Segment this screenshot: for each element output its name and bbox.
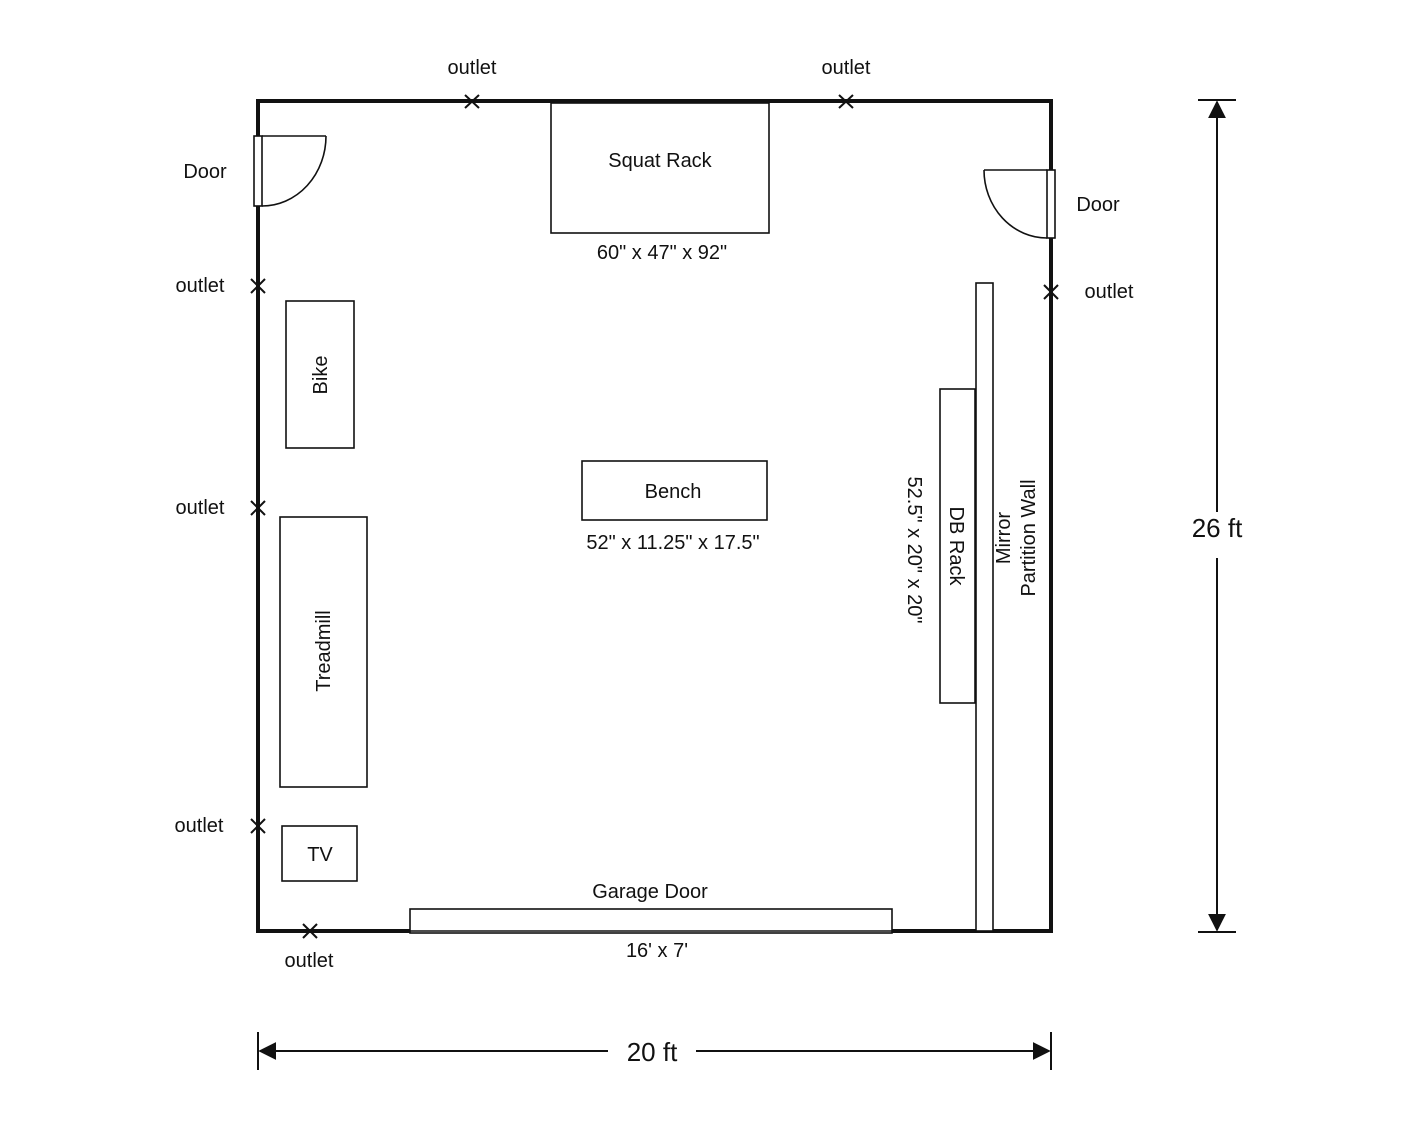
outlet-label-left-upper: outlet (176, 275, 225, 297)
outlet-marker-bottom (302, 923, 318, 939)
outlet-label-right: outlet (1085, 281, 1134, 303)
db-rack-dims: 52.5" x 20" x 20" (903, 477, 925, 624)
outlet-label-top-right: outlet (822, 57, 871, 79)
bench[interactable] (581, 460, 768, 521)
outlet-marker-left-middle (250, 500, 266, 516)
left-door-label: Door (183, 161, 227, 183)
tv-label: TV (307, 844, 333, 866)
tv[interactable] (281, 825, 358, 882)
db-rack-label: DB Rack (945, 507, 967, 587)
squat-rack-label: Squat Rack (608, 150, 712, 172)
bench-label: Bench (645, 481, 702, 503)
outlet-marker-left-upper (250, 278, 266, 294)
outlet-label-left-middle: outlet (176, 497, 225, 519)
partition-wall-label: Partition Wall (1018, 479, 1040, 596)
bench-dims: 52" x 11.25" x 17.5" (586, 532, 759, 554)
mirror-label: Mirror (993, 512, 1015, 565)
outlet-label-bottom: outlet (285, 950, 334, 972)
right-door-label: Door (1076, 194, 1120, 216)
treadmill[interactable] (279, 516, 368, 788)
outlet-marker-left-lower (250, 818, 266, 834)
mirror-partition-wall[interactable] (975, 282, 994, 932)
outlet-marker-top-right (838, 94, 854, 109)
outlet-marker-top-left (464, 94, 480, 109)
db-rack[interactable] (939, 388, 976, 704)
outlet-label-top-left: outlet (448, 57, 497, 79)
width-dimension (257, 1032, 1052, 1070)
height-dimension (1198, 99, 1236, 933)
bike-label: Bike (310, 356, 332, 395)
squat-rack-dims: 60" x 47" x 92" (597, 242, 727, 264)
outlet-label-left-lower: outlet (175, 815, 224, 837)
bike[interactable] (285, 300, 355, 449)
left-door[interactable] (253, 135, 327, 207)
garage-door[interactable] (409, 908, 893, 934)
outlet-marker-right (1043, 284, 1059, 300)
garage-door-dims: 16' x 7' (626, 940, 688, 962)
height-dimension-label: 26 ft (1192, 513, 1243, 543)
right-door[interactable] (983, 169, 1056, 239)
width-dimension-label: 20 ft (627, 1037, 678, 1067)
treadmill-label: Treadmill (313, 610, 335, 692)
squat-rack[interactable] (550, 102, 770, 234)
garage-door-label: Garage Door (592, 881, 708, 903)
